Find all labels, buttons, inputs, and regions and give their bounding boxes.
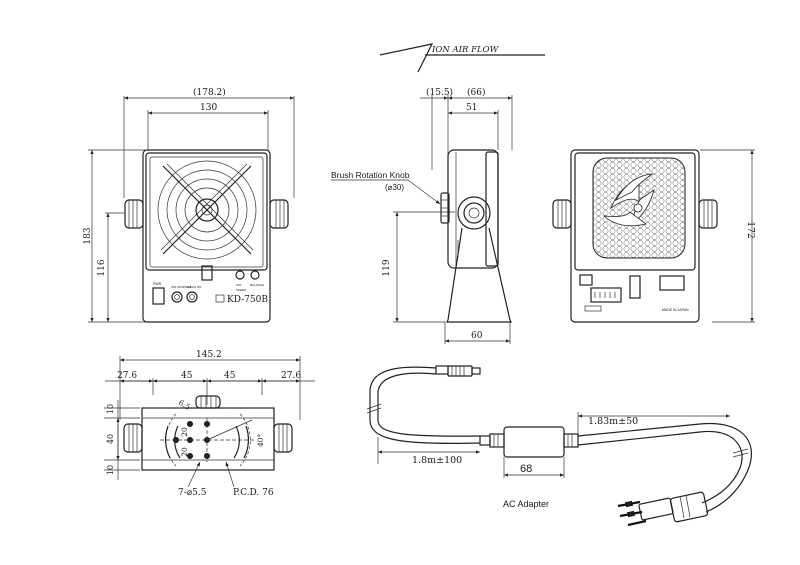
ac-plug bbox=[617, 491, 709, 527]
bottom-right-margin-label: 27.6 bbox=[281, 371, 301, 381]
dim-front-fan-width: 130 bbox=[147, 103, 269, 150]
front-speed-label: SPEED bbox=[236, 288, 247, 292]
side-front-offset-label: (15.5) bbox=[426, 87, 453, 98]
bottom-pitch-1-label: 45 bbox=[181, 371, 193, 381]
dim-side-base-depth: 60 bbox=[444, 322, 511, 344]
bottom-view: 145.2 27.6 45 45 27.6 10 40 10 bbox=[104, 350, 315, 498]
bottom-left-knob bbox=[123, 423, 143, 453]
bottom-right-knob bbox=[273, 423, 293, 453]
side-body-outline bbox=[447, 149, 499, 269]
side-knob-callout: Brush Rotation Knob (⌀30) bbox=[331, 170, 441, 205]
front-power-switch bbox=[152, 287, 165, 305]
bottom-angle-label: 40° bbox=[256, 433, 265, 447]
rear-height-label: 172 bbox=[745, 221, 755, 238]
dim-side-depth: (66) bbox=[448, 87, 513, 150]
front-ion-monitor-label: ION MONITOR bbox=[171, 285, 192, 289]
rear-body-outline bbox=[570, 149, 700, 323]
side-stand bbox=[446, 227, 512, 323]
dim-side-pivot-height: 119 bbox=[382, 211, 455, 323]
side-pivot-height-label: 119 bbox=[382, 259, 392, 276]
dim-rear-height: 172 bbox=[700, 149, 755, 323]
front-fan-width-label: 130 bbox=[200, 103, 217, 113]
front-pwr-label: PWR bbox=[153, 282, 162, 286]
bottom-holes-callout: 7-⌀5.5 bbox=[178, 488, 207, 498]
bottom-bottom-dim-label: 10 bbox=[106, 465, 115, 475]
dim-cord-length-2: 1.8m±100 bbox=[377, 437, 480, 466]
front-control-panel: PWR ION MONITOR CLEAN ON ION BALANCE SPE… bbox=[152, 265, 268, 305]
front-right-knob bbox=[269, 199, 289, 229]
cord-length-1-label: 1.83m±50 bbox=[588, 416, 638, 427]
front-clean-on-label: CLEAN ON bbox=[186, 285, 201, 289]
front-view: (178.2) 130 183 116 bbox=[83, 87, 295, 323]
bottom-slot-label: 6.5 bbox=[177, 398, 192, 412]
ion-air-flow-label: ION AIR FLOW bbox=[431, 45, 500, 55]
rear-right-knob bbox=[698, 199, 718, 229]
rear-made-in-label: MADE IN JAPAN bbox=[662, 308, 689, 312]
bottom-top-knob bbox=[195, 395, 221, 409]
front-fan-guard bbox=[157, 160, 257, 260]
dim-front-knob-height: 116 bbox=[97, 212, 124, 322]
ion-air-flow-indicator: ION AIR FLOW bbox=[379, 43, 545, 73]
side-view: (15.5) (66) 51 119 60 Brush Rot bbox=[331, 87, 513, 344]
dim-bottom-pitch-row: 27.6 45 45 27.6 bbox=[105, 371, 315, 405]
front-body-outline bbox=[142, 149, 271, 323]
side-body-depth-label: 51 bbox=[466, 103, 477, 113]
rear-view: 172 bbox=[552, 149, 755, 323]
side-pivot-knob bbox=[457, 196, 491, 230]
bottom-callouts: 7-⌀5.5 P.C.D. 76 bbox=[178, 461, 274, 498]
side-depth-label: (66) bbox=[467, 87, 485, 98]
dim-bottom-overall: 145.2 bbox=[119, 350, 301, 420]
front-balance-label: BALANCE bbox=[250, 283, 264, 287]
ac-cord bbox=[577, 422, 753, 513]
bottom-overall-label: 145.2 bbox=[196, 350, 222, 360]
cord-length-2-label: 1.8m±100 bbox=[412, 455, 462, 466]
bottom-pitch-2-label: 45 bbox=[224, 371, 236, 381]
front-knob-height-label: 116 bbox=[97, 259, 107, 276]
side-base-depth-label: 60 bbox=[471, 331, 483, 341]
bottom-middle-dim-label: 40 bbox=[106, 434, 115, 444]
dim-front-overall-width: (178.2) bbox=[123, 87, 295, 198]
rear-left-knob bbox=[552, 199, 572, 229]
bottom-hole-gap-b-label: 20 bbox=[180, 447, 189, 457]
dim-side-body-depth: 51 bbox=[448, 103, 499, 150]
rear-connector-panel: MADE IN JAPAN bbox=[579, 274, 689, 312]
front-left-knob bbox=[124, 199, 144, 229]
bottom-left-margin-label: 27.6 bbox=[117, 371, 137, 381]
dc-cord bbox=[369, 366, 481, 444]
front-model-label: KD-750B bbox=[227, 295, 268, 305]
dim-front-height: 183 bbox=[83, 149, 145, 323]
bottom-top-dim-label: 10 bbox=[106, 404, 115, 414]
adapter-body bbox=[479, 426, 579, 458]
adapter-length-label: 68 bbox=[520, 463, 532, 475]
ac-adapter-assembly: 68 1.8m±100 1.83m±50 AC Adap bbox=[366, 365, 753, 527]
bottom-pcd-circle: 20 20 6.5 40° bbox=[160, 398, 265, 467]
bottom-hole-gap-a-label: 20 bbox=[180, 427, 189, 437]
ac-adapter-label: AC Adapter bbox=[503, 499, 549, 509]
dc-plug bbox=[435, 365, 481, 377]
side-knob-diameter-label: (⌀30) bbox=[385, 183, 404, 192]
side-knob-callout-label: Brush Rotation Knob bbox=[331, 170, 410, 180]
front-height-label: 183 bbox=[83, 227, 93, 244]
bottom-pcd-callout: P.C.D. 76 bbox=[233, 488, 274, 498]
front-overall-width-label: (178.2) bbox=[193, 87, 226, 98]
dim-cord-length-1: 1.83m±50 bbox=[577, 412, 730, 434]
dim-adapter-length: 68 bbox=[503, 457, 565, 478]
front-ion-label: ION bbox=[236, 283, 241, 287]
rear-fan-filter bbox=[592, 157, 686, 259]
dim-bottom-vertical: 10 40 10 bbox=[104, 400, 140, 480]
